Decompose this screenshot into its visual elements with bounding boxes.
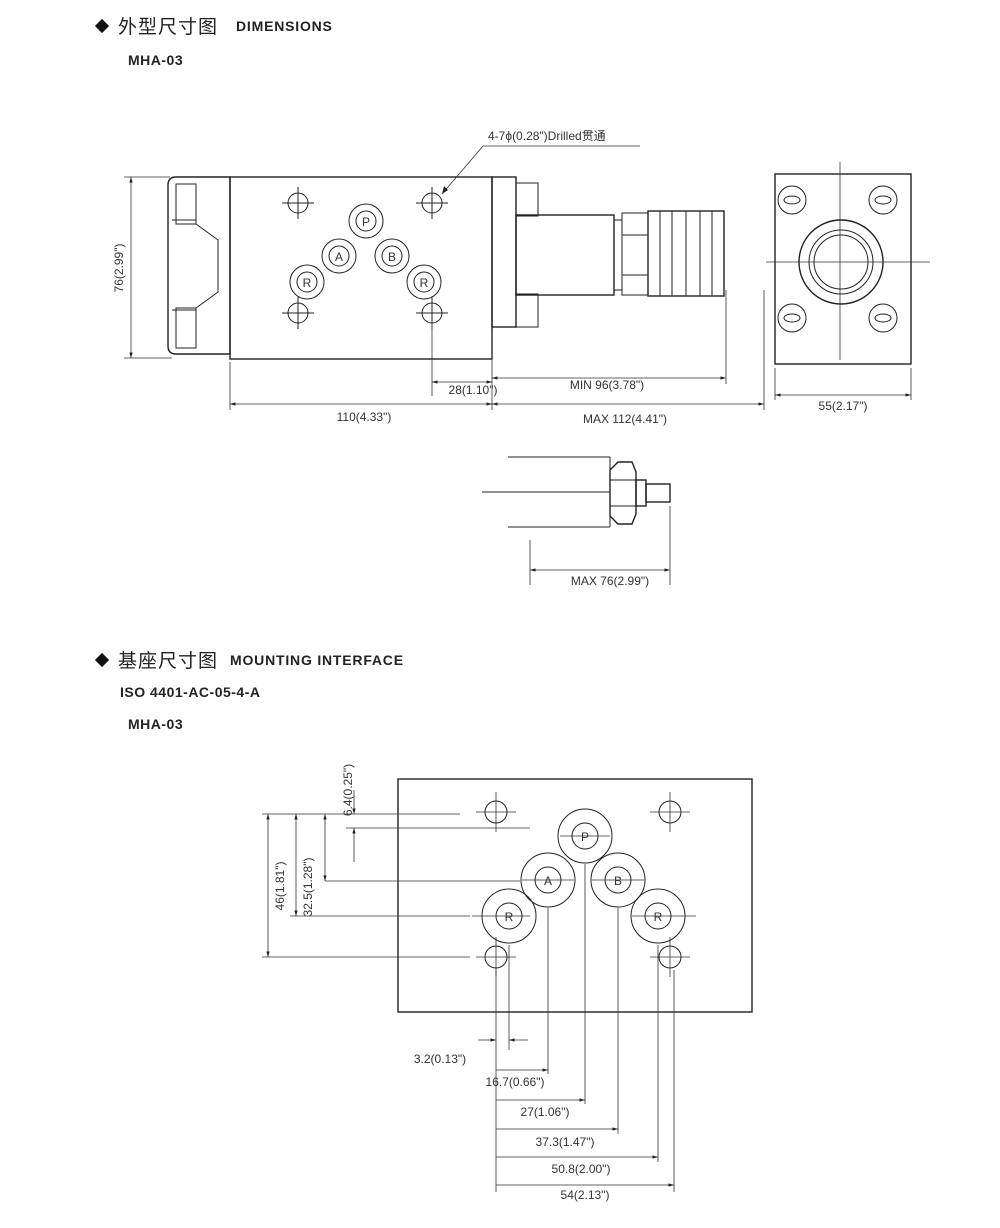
port-label-b: B: [388, 250, 396, 264]
dim-offset: 28(1.10"): [449, 383, 498, 397]
dim-alt-max: MAX 76(2.99"): [571, 574, 649, 588]
heading-en: MOUNTING INTERFACE: [230, 651, 404, 668]
dim-min-length: MIN 96(3.78"): [570, 378, 644, 392]
hole-note: 4-7ϕ(0.28")Drilled贯通: [488, 129, 606, 143]
port-label-a: A: [544, 874, 552, 888]
dim-32-5: 32.5(1.28"): [301, 858, 315, 917]
end-bolt-hole: [777, 185, 807, 215]
heading-en: DIMENSIONS: [236, 17, 333, 34]
dim-max-length: MAX 112(4.41"): [583, 412, 667, 426]
model-label: MHA-03: [128, 52, 184, 68]
dim-6-4: 6.4(0.25"): [341, 764, 355, 816]
dim-50-8: 50.8(2.00"): [552, 1162, 611, 1176]
port-label-p: P: [581, 830, 589, 844]
end-view: 55(2.17"): [766, 162, 930, 413]
bolt-hole: [650, 792, 690, 832]
section-heading-dimensions: 外型尺寸图 DIMENSIONS: [94, 12, 333, 39]
dim-3-2: 3.2(0.13"): [414, 1052, 466, 1066]
heading-cn: 基座尺寸图: [118, 650, 219, 672]
port-label-r: R: [303, 276, 312, 290]
port-p: P: [557, 808, 613, 864]
port-label-r: R: [654, 910, 663, 924]
bolt-hole: [282, 297, 314, 329]
alt-adjuster-view: MAX 76(2.99"): [482, 456, 671, 588]
end-bolt-hole: [868, 185, 898, 215]
port-r: R: [472, 888, 537, 944]
model-label-2: MHA-03: [128, 716, 184, 732]
dim-37-3: 37.3(1.47"): [536, 1135, 595, 1149]
port-label-b: B: [614, 874, 622, 888]
dim-46: 46(1.81"): [273, 862, 287, 911]
dim-body-length: 110(4.33"): [337, 410, 392, 424]
port-b: B: [590, 852, 646, 908]
mounting-interface: P A B R R: [262, 764, 753, 1202]
dim-16-7: 16.7(0.66"): [486, 1075, 545, 1089]
bolt-hole: [282, 187, 314, 219]
standard-label: ISO 4401-AC-05-4-A: [120, 684, 261, 700]
bolt-hole: [416, 187, 448, 219]
heading-cn: 外型尺寸图: [118, 16, 219, 38]
port-label-a: A: [335, 250, 343, 264]
port-a: A: [520, 852, 576, 908]
section-heading-mounting: 基座尺寸图 MOUNTING INTERFACE: [94, 646, 404, 673]
dim-height: 76(2.99"): [112, 244, 126, 293]
dim-width: 55(2.17"): [819, 399, 868, 413]
bolt-hole: [650, 937, 690, 977]
dim-54: 54(2.13"): [561, 1188, 610, 1202]
side-view: P A B R R 4-7ϕ(0.28")Drilled贯通 76(2.99")…: [112, 129, 765, 426]
port-label-p: P: [362, 215, 370, 229]
dim-27: 27(1.06"): [521, 1105, 570, 1119]
port-r: R: [630, 888, 696, 944]
bolt-hole: [476, 792, 516, 832]
end-bolt-hole: [868, 303, 898, 333]
port-label-r: R: [420, 276, 429, 290]
end-bolt-hole: [777, 303, 807, 333]
port-label-r: R: [505, 910, 514, 924]
